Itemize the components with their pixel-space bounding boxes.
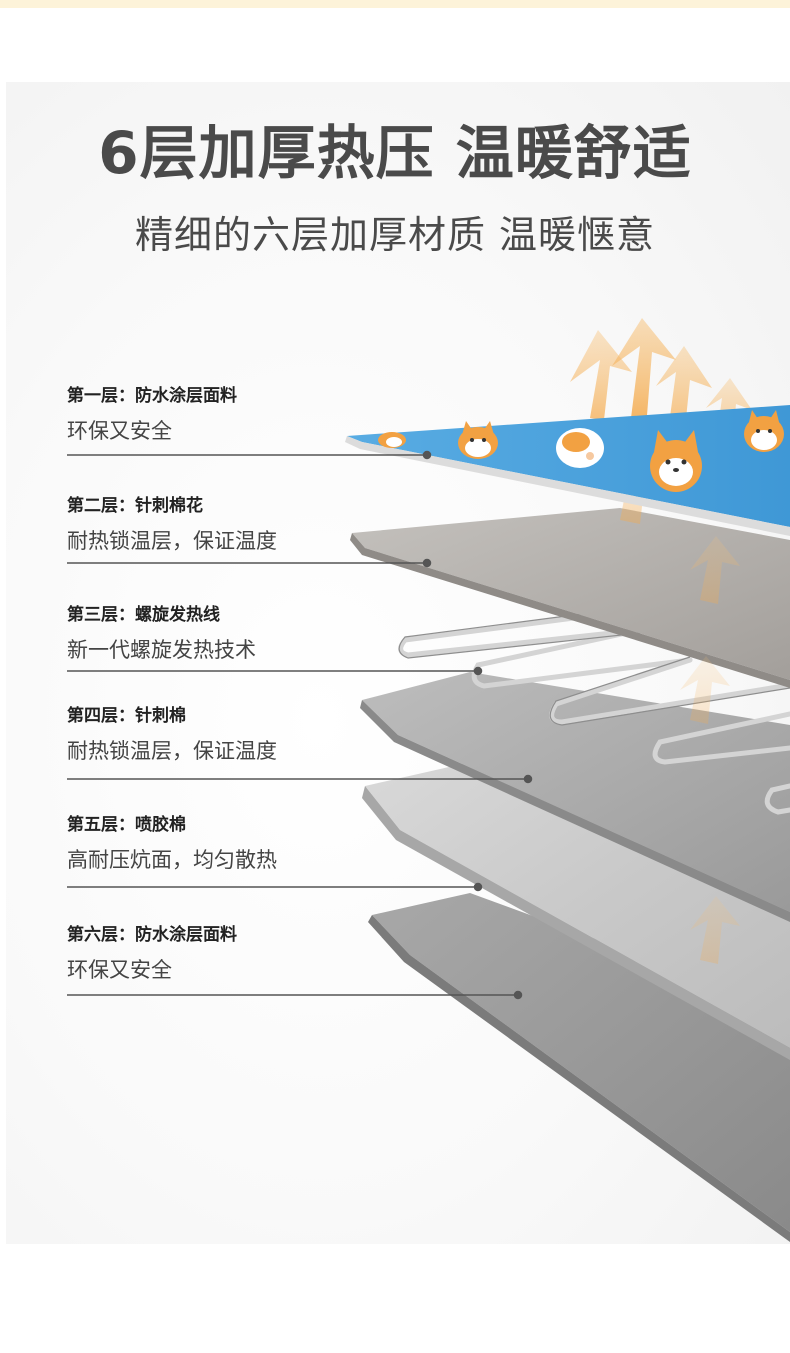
layer-label-2: 第二层：针刺棉花 耐热锁温层，保证温度 — [67, 495, 277, 554]
layer-4-sheet — [362, 672, 790, 912]
leader-dot-1 — [422, 450, 432, 460]
leader-dot-6 — [513, 990, 523, 1000]
layer-name: 第六层：防水涂层面料 — [67, 925, 237, 945]
page-title: 6层加厚热压 温暖舒适 — [98, 119, 692, 187]
heating-coil — [398, 609, 790, 815]
layer-4-edge — [360, 700, 790, 922]
layer-5-edge — [362, 786, 790, 1060]
leader-dot-5 — [473, 882, 483, 892]
layer-desc: 新一代螺旋发热技术 — [67, 638, 256, 662]
layer-label-1: 第一层：防水涂层面料 环保又安全 — [67, 385, 237, 444]
top-strip — [0, 0, 790, 8]
leader-lines — [67, 450, 533, 1000]
layer-label-3: 第三层：螺旋发热线 新一代螺旋发热技术 — [67, 604, 256, 663]
layer-2-sheet — [352, 508, 790, 680]
layer-6-edge — [368, 915, 790, 1242]
leader-dot-3 — [473, 666, 483, 676]
layer-label-5: 第五层：喷胶棉 高耐压炕面，均匀散热 — [67, 814, 277, 873]
layer-name: 第五层：喷胶棉 — [67, 815, 186, 835]
layer-desc: 环保又安全 — [67, 958, 172, 982]
layer-1-edge — [345, 436, 790, 536]
leader-dot-2 — [422, 558, 432, 568]
layer-5-sheet — [365, 760, 790, 1048]
layer-1-sheet — [347, 405, 790, 527]
layer-label-4: 第四层：针刺棉 耐热锁温层，保证温度 — [67, 705, 277, 764]
layer-desc: 高耐压炕面，均匀散热 — [67, 848, 277, 872]
heating-coil-highlight — [398, 608, 790, 726]
layer-label-6: 第六层：防水涂层面料 环保又安全 — [67, 924, 237, 983]
layer-desc: 环保又安全 — [67, 419, 172, 443]
leader-dot-4 — [523, 774, 533, 784]
layer-2-edge — [350, 533, 790, 688]
page-subtitle: 精细的六层加厚材质 温暖惬意 — [134, 213, 656, 257]
layer-name: 第四层：针刺棉 — [67, 706, 186, 726]
layer-desc: 耐热锁温层，保证温度 — [67, 739, 277, 763]
layer-name: 第一层：防水涂层面料 — [67, 386, 237, 406]
corgi-pattern-icon — [378, 410, 784, 492]
layer-desc: 耐热锁温层，保证温度 — [67, 529, 277, 553]
layer-name: 第二层：针刺棉花 — [67, 496, 203, 516]
layer-name: 第三层：螺旋发热线 — [67, 605, 220, 625]
